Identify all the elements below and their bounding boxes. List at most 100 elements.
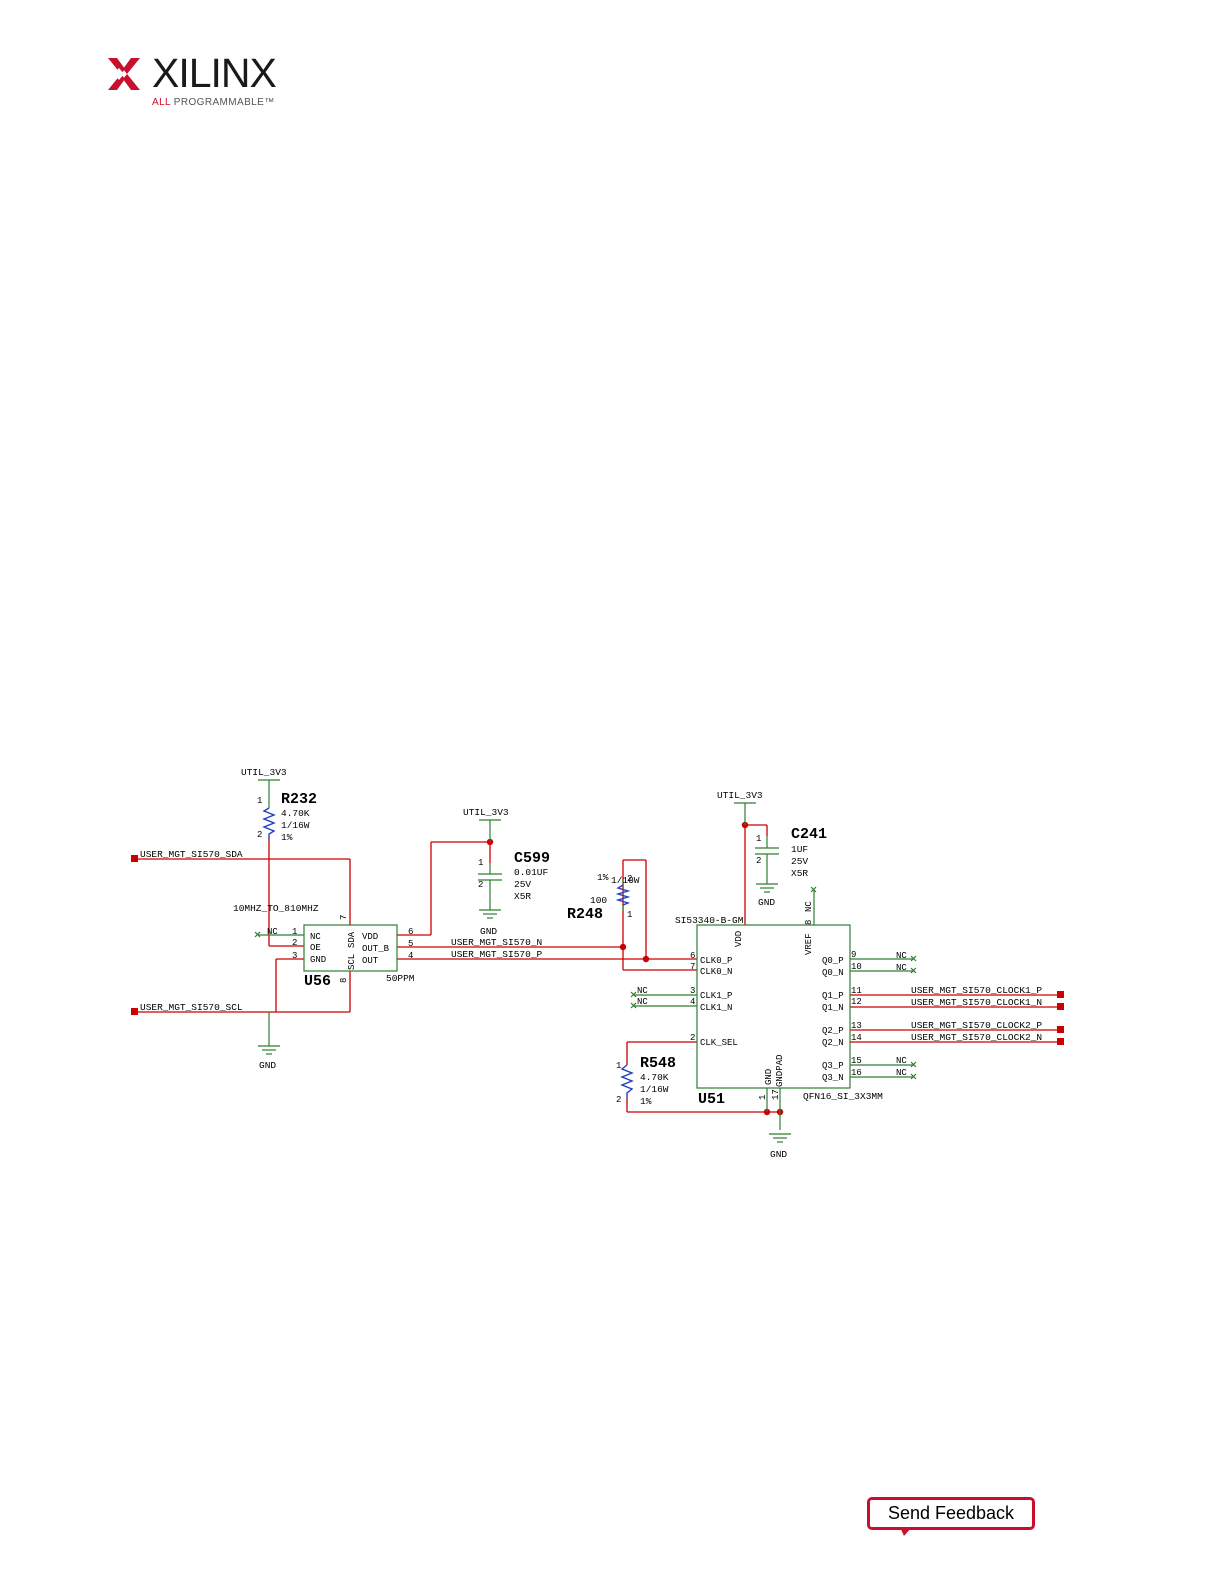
u51-pin2-num: 2 bbox=[690, 1033, 695, 1043]
r548-pin2: 2 bbox=[616, 1095, 621, 1105]
c599-pin2: 2 bbox=[478, 880, 483, 890]
r248-tol: 1% bbox=[597, 872, 609, 883]
u51-pin7-num: 7 bbox=[690, 962, 695, 972]
r248-pin1: 1 bbox=[627, 910, 632, 920]
offpage-connectors bbox=[131, 855, 1064, 1045]
u51-part: SI53340-B-GM bbox=[675, 915, 744, 926]
u51-clk1n-nc: NC bbox=[637, 997, 648, 1007]
u51-clk1p-nc: NC bbox=[637, 986, 648, 996]
u51-q0n-nc: NC bbox=[896, 963, 907, 973]
u56-ppm: 50PPM bbox=[386, 973, 415, 984]
u51-pin15-num: 15 bbox=[851, 1056, 862, 1066]
c241-value: 1UF bbox=[791, 844, 808, 855]
r232-ref: R232 bbox=[281, 791, 317, 808]
u56-pin-out: OUT bbox=[362, 956, 379, 966]
u51-pin-clk1p: CLK1_P bbox=[700, 991, 732, 1001]
u56-part: 10MHZ_TO_810MHZ bbox=[233, 903, 319, 914]
net-label-clock2-p: USER_MGT_SI570_CLOCK2_P bbox=[911, 1020, 1042, 1031]
r232-value: 4.70K bbox=[281, 808, 310, 819]
xilinx-logo: XILINX ALL PROGRAMMABLE™ bbox=[106, 50, 281, 114]
u56-pin1-num: 1 bbox=[292, 927, 297, 937]
u51-pin-vref: VREF bbox=[804, 933, 814, 955]
c241-voltage: 25V bbox=[791, 856, 808, 867]
r548-ref: R548 bbox=[640, 1055, 676, 1072]
c599-ref: C599 bbox=[514, 850, 550, 867]
r248-power: 1/10W bbox=[611, 875, 640, 886]
c241-pin1: 1 bbox=[756, 834, 761, 844]
c599-dielectric: X5R bbox=[514, 891, 531, 902]
u51-pin-q2p: Q2_P bbox=[822, 1026, 844, 1036]
c241-dielectric: X5R bbox=[791, 868, 808, 879]
xilinx-logo-icon bbox=[108, 58, 140, 90]
u56-pin-outb: OUT_B bbox=[362, 944, 390, 954]
u51-pin-q0p: Q0_P bbox=[822, 956, 844, 966]
u51-pin6-num: 6 bbox=[690, 951, 695, 961]
u51-pin3-num: 3 bbox=[690, 986, 695, 996]
u56-pin4-num: 4 bbox=[408, 951, 413, 961]
ground-symbols bbox=[258, 883, 791, 1143]
send-feedback-label: Send Feedback bbox=[887, 1503, 1015, 1523]
resistor-zigzags bbox=[262, 807, 634, 1098]
u51-ref: U51 bbox=[698, 1091, 725, 1108]
u51-pin-q1n: Q1_N bbox=[822, 1003, 844, 1013]
r248-pin2: 2 bbox=[627, 874, 632, 884]
u56-pin-scl: SCL bbox=[347, 954, 357, 970]
u51-pin17-num: 17 bbox=[771, 1089, 781, 1100]
u51-pin9-num: 9 bbox=[851, 950, 856, 960]
u56-nc-label: NC bbox=[267, 927, 278, 937]
u56-pin3-num: 3 bbox=[292, 951, 297, 961]
u51-pin-clksel: CLK_SEL bbox=[700, 1038, 738, 1048]
net-label-clock1-n: USER_MGT_SI570_CLOCK1_N bbox=[911, 997, 1042, 1008]
c599-pin1: 1 bbox=[478, 858, 483, 868]
component-outlines bbox=[258, 779, 914, 1130]
logo-tagline: ALL PROGRAMMABLE™ bbox=[152, 97, 275, 108]
util-3v3-label-c: UTIL_3V3 bbox=[717, 790, 763, 801]
u56-pin-oe: OE bbox=[310, 943, 321, 953]
net-wires bbox=[136, 824, 1060, 1113]
c599-value: 0.01UF bbox=[514, 867, 549, 878]
u51-pin-clk1n: CLK1_N bbox=[700, 1003, 732, 1013]
u51-package: QFN16_SI_3X3MM bbox=[803, 1091, 883, 1102]
r232-tol: 1% bbox=[281, 832, 293, 843]
r548-tol: 1% bbox=[640, 1096, 652, 1107]
send-feedback-button[interactable]: Send Feedback bbox=[867, 1497, 1035, 1530]
u51-q3n-nc: NC bbox=[896, 1068, 907, 1078]
c241-ref: C241 bbox=[791, 826, 827, 843]
net-label-clk-n: USER_MGT_SI570_N bbox=[451, 937, 542, 948]
util-3v3-label-b: UTIL_3V3 bbox=[463, 807, 509, 818]
util-3v3-label-a: UTIL_3V3 bbox=[241, 767, 287, 778]
gnd-label-a: GND bbox=[259, 1060, 276, 1071]
net-label-clk-p: USER_MGT_SI570_P bbox=[451, 949, 543, 960]
feedback-tail-icon bbox=[900, 1527, 912, 1536]
u51-pin16-num: 16 bbox=[851, 1068, 862, 1078]
u56-pin-sda: SDA bbox=[347, 931, 357, 948]
u51-pin12-num: 12 bbox=[851, 997, 862, 1007]
u51-pin-clk0n: CLK0_N bbox=[700, 967, 732, 977]
u51-vref-nc: NC bbox=[804, 901, 814, 912]
u56-ref: U56 bbox=[304, 973, 331, 990]
net-label-clock2-n: USER_MGT_SI570_CLOCK2_N bbox=[911, 1032, 1042, 1043]
r248-ref: R248 bbox=[567, 906, 603, 923]
r548-pin1: 1 bbox=[616, 1061, 621, 1071]
u56-pin7-num: 7 bbox=[339, 915, 349, 920]
u51-pin14-num: 14 bbox=[851, 1033, 862, 1043]
u51-pin-q1p: Q1_P bbox=[822, 991, 844, 1001]
u51-pin-q3p: Q3_P bbox=[822, 1061, 844, 1071]
u51-pin-q0n: Q0_N bbox=[822, 968, 844, 978]
u51-pin-vdd: VDD bbox=[734, 931, 744, 947]
r548-value: 4.70K bbox=[640, 1072, 669, 1083]
r232-pin2: 2 bbox=[257, 830, 262, 840]
u51-pin-q3n: Q3_N bbox=[822, 1073, 844, 1083]
c241-pin2: 2 bbox=[756, 856, 761, 866]
u51-q0p-nc: NC bbox=[896, 951, 907, 961]
gnd-label-c: GND bbox=[758, 897, 775, 908]
logo-wordmark: XILINX bbox=[152, 50, 277, 96]
u51-pin-q2n: Q2_N bbox=[822, 1038, 844, 1048]
u51-pin-clk0p: CLK0_P bbox=[700, 956, 732, 966]
u56-pin-nc: NC bbox=[310, 932, 321, 942]
u56-pin-gnd: GND bbox=[310, 955, 326, 965]
u51-pin-gndpad: GNDPAD bbox=[775, 1055, 785, 1087]
u51-pin10-num: 10 bbox=[851, 962, 862, 972]
gnd-label-d: GND bbox=[770, 1149, 787, 1160]
